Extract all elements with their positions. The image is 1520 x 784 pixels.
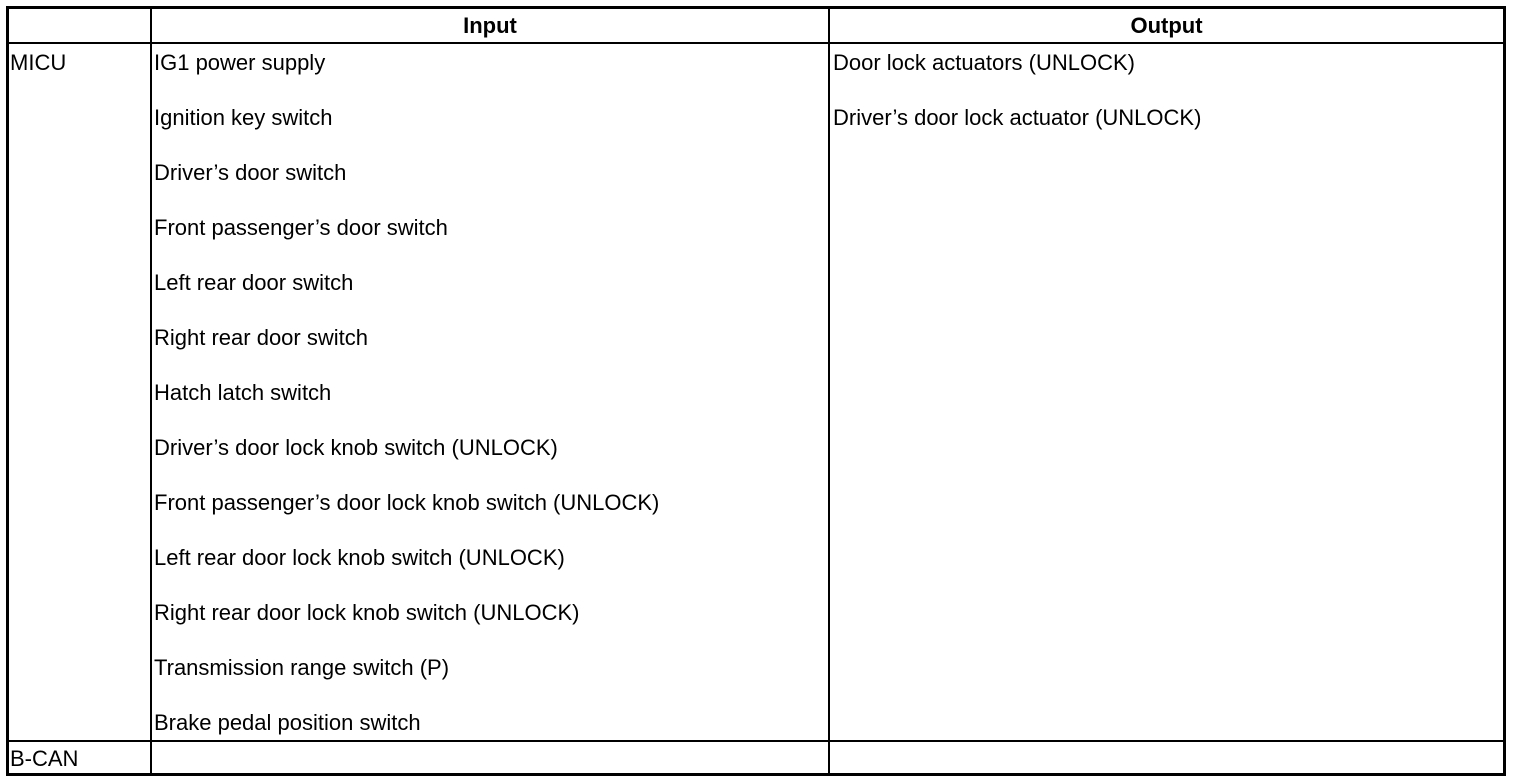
input-item: Hatch latch switch: [154, 380, 332, 405]
input-item: Right rear door lock knob switch (UNLOCK…: [154, 600, 580, 625]
input-item: Driver’s door lock knob switch (UNLOCK): [154, 435, 558, 460]
unit-label-micu: MICU: [10, 50, 67, 75]
input-item: Left rear door switch: [154, 270, 354, 295]
header-output: Output: [1130, 13, 1203, 38]
output-item: Driver’s door lock actuator (UNLOCK): [833, 105, 1202, 130]
io-table: Input Output MICU IG1 power supply Ignit…: [6, 6, 1506, 776]
input-item: Right rear door switch: [154, 325, 368, 350]
input-item: Driver’s door switch: [154, 160, 347, 185]
input-item: Front passenger’s door switch: [154, 215, 448, 240]
column-divider-output: [828, 9, 830, 773]
input-item: Left rear door lock knob switch (UNLOCK): [154, 545, 565, 570]
input-item: Front passenger’s door lock knob switch …: [154, 490, 660, 515]
input-item: Brake pedal position switch: [154, 710, 421, 735]
header-divider: [9, 42, 1503, 44]
unit-label-b-can: B-CAN: [10, 746, 79, 771]
column-divider-unit: [150, 9, 152, 773]
output-item: Door lock actuators (UNLOCK): [833, 50, 1135, 75]
input-item: Ignition key switch: [154, 105, 333, 130]
input-item: Transmission range switch (P): [154, 655, 450, 680]
micu-input-list: IG1 power supply Ignition key switch Dri…: [154, 50, 659, 765]
header-input: Input: [463, 13, 517, 38]
micu-output-list: Door lock actuators (UNLOCK) Driver’s do…: [833, 50, 1201, 160]
input-item: IG1 power supply: [154, 50, 326, 75]
row-divider: [9, 740, 1503, 742]
